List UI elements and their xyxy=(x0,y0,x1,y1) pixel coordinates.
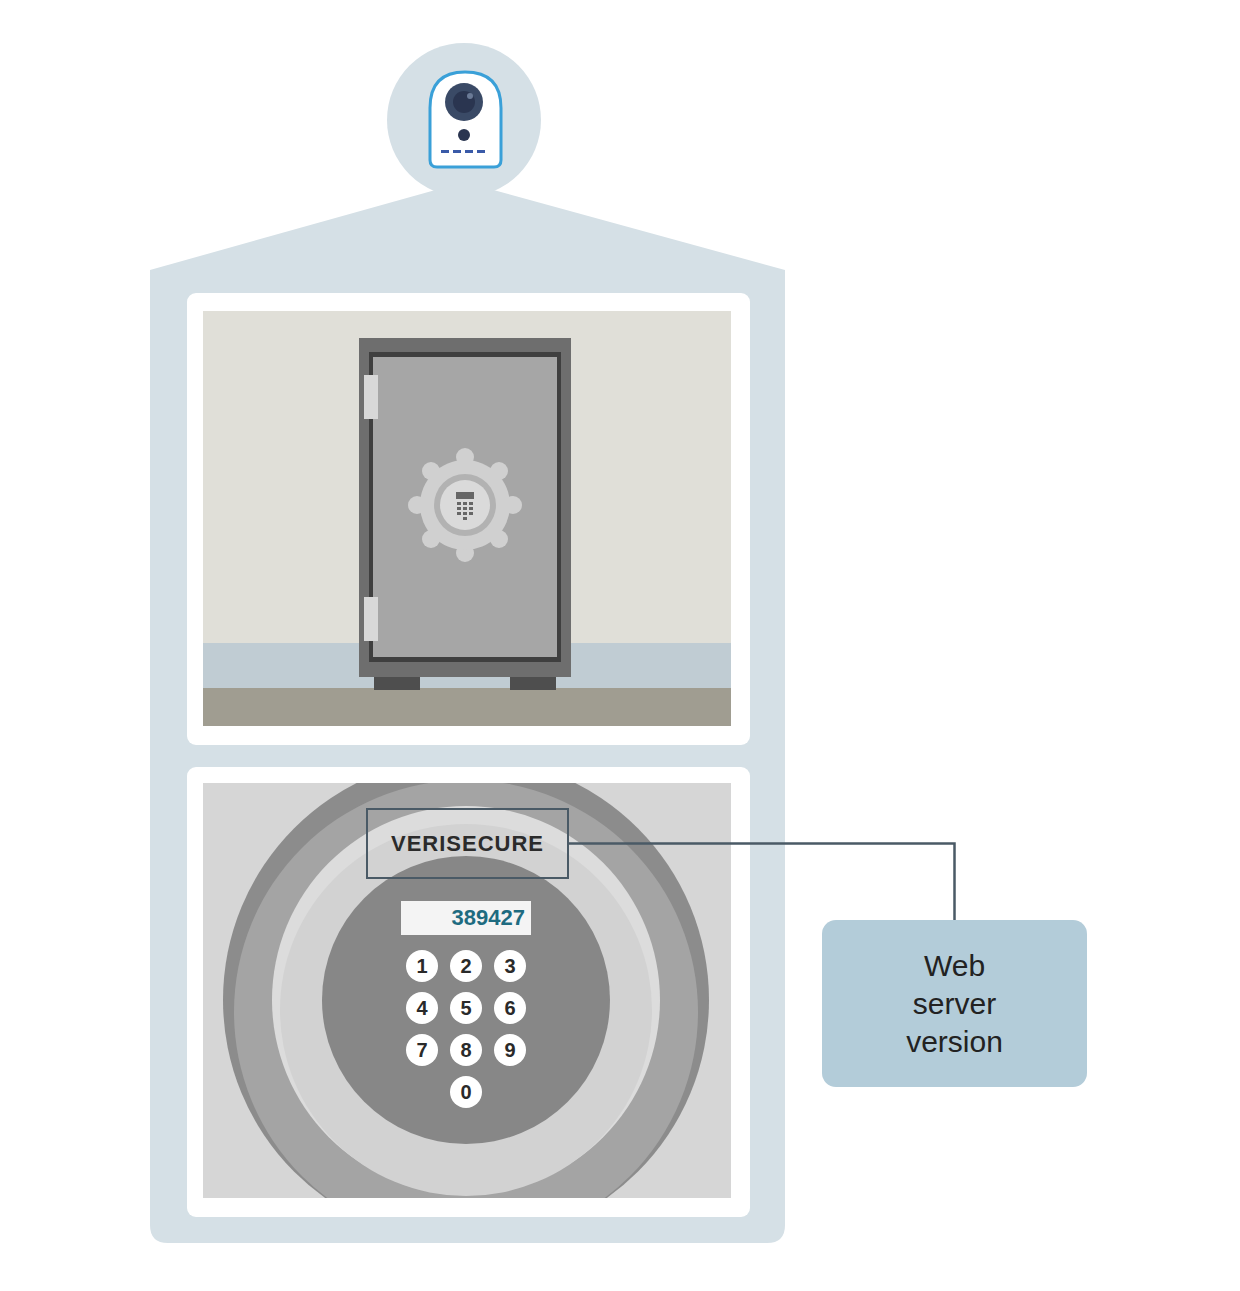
keypad-button: 8 xyxy=(450,1034,482,1066)
illustration-circle xyxy=(420,460,510,550)
safe-dial xyxy=(408,448,522,562)
safe xyxy=(359,338,571,690)
node-text: VERISECURE xyxy=(391,831,544,857)
node-text: 389427 xyxy=(452,905,525,931)
node-text: 3 xyxy=(504,956,515,976)
illustration-path xyxy=(430,72,501,167)
illustration-circle xyxy=(280,824,652,1196)
callout-box: Web server version xyxy=(822,920,1087,1087)
illustration-circle xyxy=(434,474,496,536)
illustration-circle xyxy=(445,83,483,121)
illustration-rect xyxy=(469,512,473,515)
illustration-rect xyxy=(510,675,556,690)
illustration-circle xyxy=(453,91,475,113)
node-text: 1 xyxy=(416,956,427,976)
node-text: 0 xyxy=(460,1082,471,1102)
safe-view-panel xyxy=(187,293,750,745)
keypad-button: 2 xyxy=(450,950,482,982)
illustration-rect xyxy=(463,512,467,515)
illustration-circle xyxy=(387,43,541,197)
illustration-rect xyxy=(187,293,750,745)
keypad-button: 3 xyxy=(494,950,526,982)
illustration-rect xyxy=(453,150,461,153)
keypad-button: 4 xyxy=(406,992,438,1024)
illustration-circle xyxy=(223,783,709,1198)
illustration-rect xyxy=(364,597,378,641)
leader-line xyxy=(569,844,955,921)
node-text: 2 xyxy=(460,956,471,976)
illustration-rect xyxy=(373,357,557,657)
illustration-rect xyxy=(463,517,467,520)
illustration-rect xyxy=(457,507,461,510)
illustration-rect xyxy=(359,338,571,677)
illustration-circle xyxy=(467,93,473,99)
node-text: 9 xyxy=(504,1040,515,1060)
node-text: Web server version xyxy=(892,947,1017,1061)
illustration-rect xyxy=(463,502,467,505)
illustration-g xyxy=(223,783,709,1198)
keypad-button: 5 xyxy=(450,992,482,1024)
illustration-rect xyxy=(374,675,420,690)
node-text: 8 xyxy=(460,1040,471,1060)
lock-closeup-panel xyxy=(187,757,750,1244)
node-text: 5 xyxy=(460,998,471,1018)
keypad-button: 7 xyxy=(406,1034,438,1066)
illustration-rect xyxy=(465,150,473,153)
illustration-rect xyxy=(469,502,473,505)
brand-label-box: VERISECURE xyxy=(366,808,569,879)
camera-icon xyxy=(430,72,501,167)
illustration-rect xyxy=(477,150,485,153)
keypad-button: 0 xyxy=(450,1076,482,1108)
illustration-path xyxy=(150,182,785,1243)
node-text: 7 xyxy=(416,1040,427,1060)
illustration-rect xyxy=(364,375,378,419)
camera-housing xyxy=(150,43,785,1243)
illustration-circle xyxy=(458,129,470,141)
keypad-button: 1 xyxy=(406,950,438,982)
illustration-rect xyxy=(457,502,461,505)
illustration-rect xyxy=(441,150,449,153)
illustration-rect xyxy=(469,507,473,510)
illustration-circle xyxy=(440,480,490,530)
node-text: 6 xyxy=(504,998,515,1018)
illustration-circle xyxy=(322,856,610,1144)
keypad-button: 9 xyxy=(494,1034,526,1066)
illustration-rect xyxy=(463,507,467,510)
illustration-rect xyxy=(369,352,561,662)
illustration-g xyxy=(457,502,473,520)
illustration-g xyxy=(441,150,485,153)
node-text: 4 xyxy=(416,998,427,1018)
illustration-rect xyxy=(457,512,461,515)
illustration-rect xyxy=(203,688,731,726)
illustration-rect xyxy=(203,311,731,726)
keypad-display: 389427 xyxy=(401,901,531,935)
illustration-circle xyxy=(234,783,698,1198)
keypad-button: 6 xyxy=(494,992,526,1024)
illustration-rect xyxy=(456,492,474,499)
